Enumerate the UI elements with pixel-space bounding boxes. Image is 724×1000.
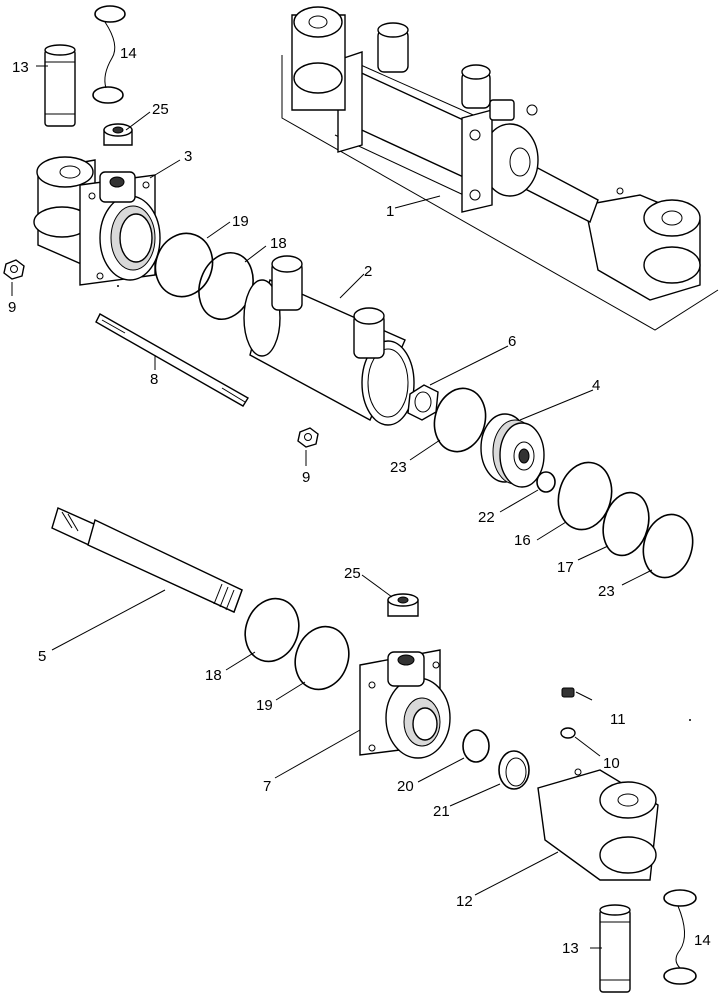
callout-17: 17: [557, 559, 574, 576]
callout-9-middle: 9: [302, 469, 310, 486]
callout-3: 3: [184, 148, 192, 165]
callout-22: 22: [478, 509, 495, 526]
tie-rod: [95, 313, 249, 407]
backup-ring-lower: [294, 625, 350, 691]
callout-14-bottom: 14: [694, 932, 711, 949]
callout-1: 1: [386, 203, 394, 220]
backup-ring-top: [154, 232, 214, 298]
callout-25-top: 25: [152, 101, 169, 118]
callout-20: 20: [397, 778, 414, 795]
rear-head: [33, 156, 161, 286]
snap-rings-top: [92, 5, 126, 104]
callout-14-top: 14: [120, 45, 137, 62]
callout-13-top: 13: [12, 59, 29, 76]
piston-seal: [557, 461, 613, 531]
ball: [560, 727, 576, 739]
front-head: [359, 649, 451, 759]
clevis-pin-bottom: [599, 904, 631, 993]
callout-18-top: 18: [270, 235, 287, 252]
rod-wiper: [462, 729, 490, 763]
callout-labels: 1 2 3 4 5 6 7 8 9 9 10 11 12 13 13 14 14…: [8, 45, 711, 957]
o-ring-piston: [602, 491, 650, 557]
piston-rod: [51, 507, 243, 613]
wear-ring-lower: [642, 513, 694, 579]
callout-25-lower: 25: [344, 565, 361, 582]
port-plug-top: [103, 123, 133, 146]
snap-rings-bottom: [663, 889, 697, 985]
assembled-cylinder-inset: [281, 6, 719, 331]
callout-18-bottom: 18: [205, 667, 222, 684]
inner-o-ring: [536, 471, 556, 493]
port-plug-lower: [387, 593, 419, 617]
callout-6: 6: [508, 333, 516, 350]
callout-23-upper: 23: [390, 459, 407, 476]
cylinder-barrel: [243, 255, 415, 426]
wear-ring-upper: [433, 387, 487, 453]
callout-23-lower: 23: [598, 583, 615, 600]
callout-9-top: 9: [8, 299, 16, 316]
callout-11: 11: [610, 711, 626, 728]
leader-lines: [11, 21, 685, 969]
callout-19-bottom: 19: [256, 697, 273, 714]
piston: [480, 413, 545, 488]
callout-19-top: 19: [232, 213, 249, 230]
callout-21: 21: [433, 803, 450, 820]
callout-4: 4: [592, 377, 600, 394]
callout-5: 5: [38, 648, 46, 665]
callout-12: 12: [456, 893, 473, 910]
callout-16: 16: [514, 532, 531, 549]
callout-8: 8: [150, 371, 158, 388]
rod-seal: [498, 750, 530, 790]
nut-middle: [297, 427, 319, 448]
nut-top: [3, 259, 25, 280]
callout-13-bottom: 13: [562, 940, 579, 957]
o-ring-lower: [244, 597, 300, 663]
callout-10: 10: [603, 755, 620, 772]
rod-clevis: [537, 768, 659, 881]
callout-7: 7: [263, 778, 271, 795]
set-screw: [561, 687, 575, 698]
callout-2: 2: [364, 263, 372, 280]
clevis-pin-top: [44, 44, 76, 127]
